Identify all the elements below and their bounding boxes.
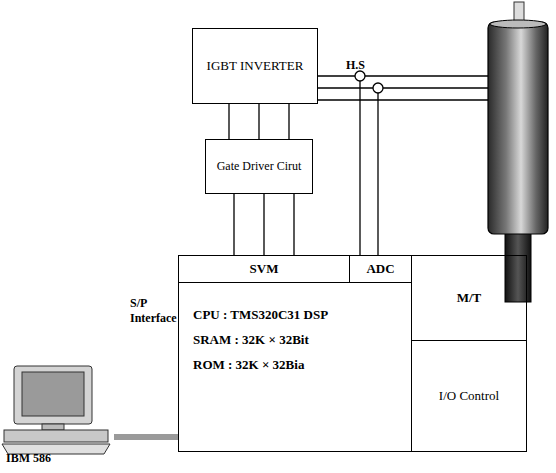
node-label: IGBT INVERTER	[207, 58, 304, 74]
phase-wires	[318, 76, 488, 100]
spec-line: ROM : 32K × 32Bia	[193, 357, 304, 373]
hall-sensors	[355, 71, 383, 255]
spec-line: SRAM : 32K × 32Bit	[193, 332, 309, 348]
io-control-box: I/O Control	[411, 340, 527, 452]
serial-link	[114, 434, 178, 440]
sensor-label: H.S	[346, 58, 376, 73]
node-label: IBM 586	[6, 451, 51, 466]
signal-bus	[229, 104, 289, 139]
node-label: M/T	[457, 290, 482, 306]
adc-box: ADC	[349, 255, 412, 283]
interface-label: S/P Interface	[130, 296, 180, 326]
spec-line: CPU : TMS320C31 DSP	[193, 307, 328, 323]
node-label: Gate Driver Cirut	[217, 159, 302, 174]
svm-box: SVM	[178, 255, 350, 283]
cpu-box: CPU : TMS320C31 DSP SRAM : 32K × 32BitROM…	[178, 282, 412, 452]
node-label: SVM	[250, 261, 279, 277]
inverter-box: IGBT INVERTER	[192, 28, 318, 104]
computer-node: IBM 586	[0, 362, 114, 468]
node-label: I/O Control	[439, 388, 499, 404]
computer-icon	[2, 366, 110, 454]
signal-bus	[234, 194, 294, 255]
mt-box: M/T	[411, 255, 527, 341]
node-label: ADC	[366, 261, 394, 277]
motor-illustration	[488, 2, 548, 302]
gate-driver-box: Gate Driver Cirut	[205, 139, 313, 194]
